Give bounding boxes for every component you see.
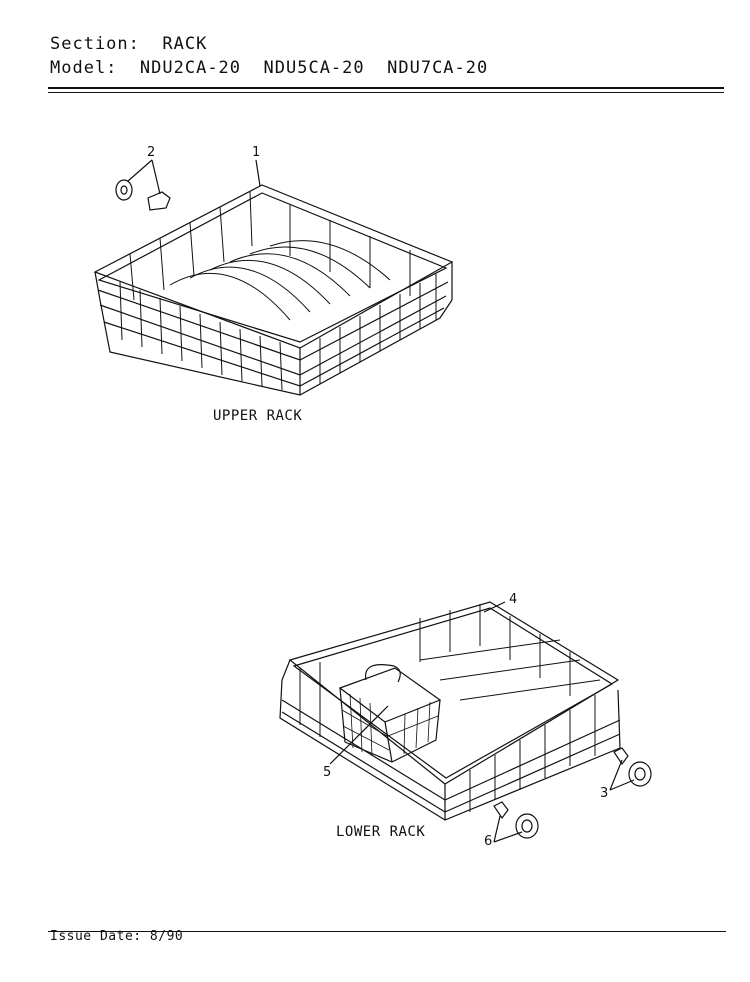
issue-date-label: Issue Date: [50, 929, 142, 944]
footer-rule [48, 931, 726, 932]
model-3: NDU7CA-20 [387, 58, 489, 78]
model-2: NDU5CA-20 [263, 58, 365, 78]
upper-rack-caption: UPPER RACK [213, 408, 303, 424]
lower-rack-caption: LOWER RACK [336, 824, 426, 840]
upper-wheel-drawing [115, 179, 171, 211]
header-rule-thin [48, 92, 724, 93]
silverware-basket-drawing [338, 664, 442, 763]
lower-rack-drawing [279, 601, 621, 821]
section-line: Section: RACK [50, 34, 207, 54]
model-1: NDU2CA-20 [139, 58, 242, 78]
footer-line: Issue Date: 8/90 [50, 929, 183, 944]
callout-4: 4 [509, 592, 518, 607]
callout-3: 3 [600, 786, 609, 801]
lower-wheel-3-drawing [613, 747, 652, 787]
upper-rack-drawing [93, 184, 454, 396]
callout-2: 2 [147, 145, 156, 160]
header-rule-thick [48, 87, 724, 89]
callout-1: 1 [252, 145, 261, 160]
callout-5: 5 [323, 765, 332, 780]
section-label: Section: [50, 34, 140, 54]
model-line: Model: NDU2CA-20 NDU5CA-20 NDU7CA-20 [50, 58, 488, 78]
callout-6: 6 [484, 834, 493, 849]
model-label: Model: [50, 58, 118, 78]
lower-wheel-6-drawing [493, 801, 539, 839]
issue-date-value: 8/90 [149, 929, 184, 944]
section-value: RACK [162, 34, 208, 54]
